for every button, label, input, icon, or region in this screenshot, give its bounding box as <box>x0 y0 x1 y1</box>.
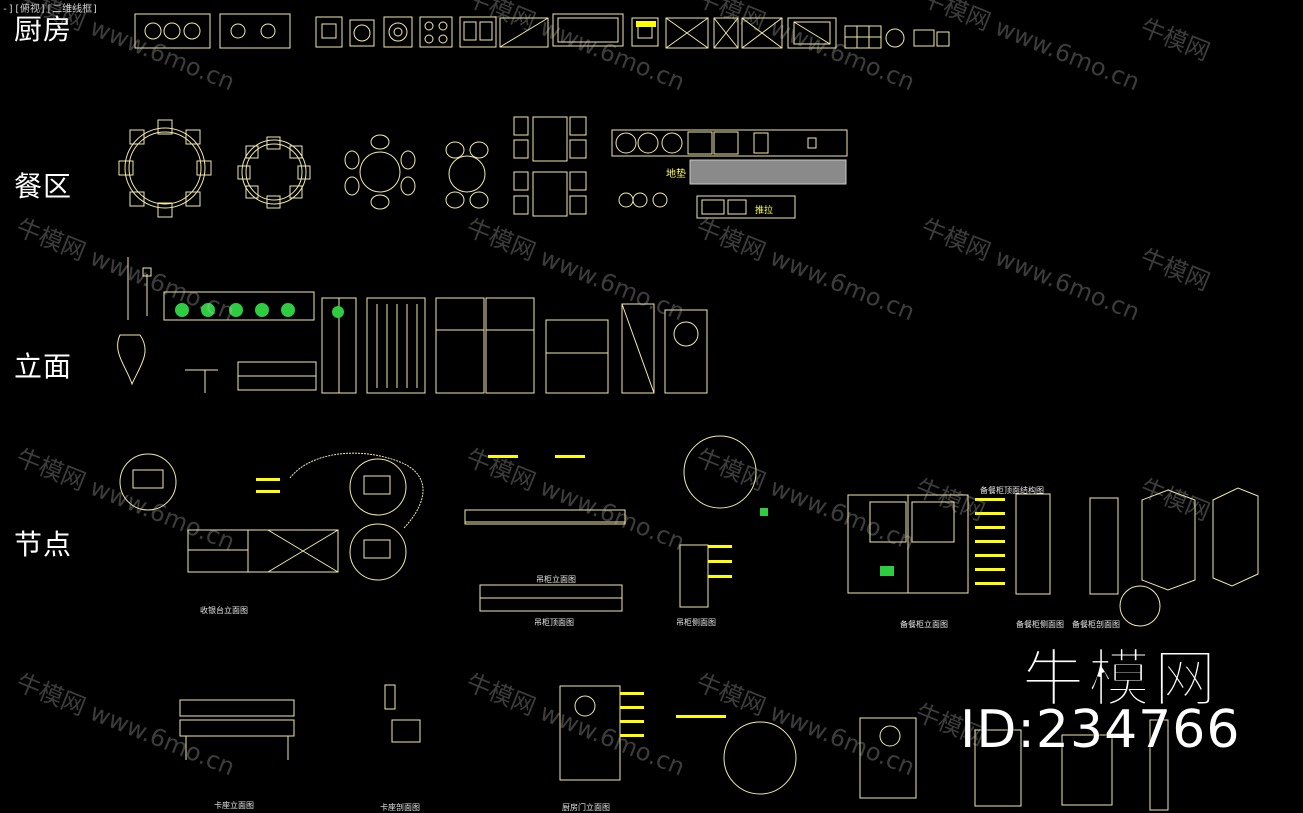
row-label-dining: 餐区 <box>14 170 73 203</box>
row-label-elevation: 立面 <box>14 350 73 383</box>
row-label-node: 节点 <box>14 528 73 561</box>
green-plants <box>175 303 894 576</box>
brand-name: 牛模网 <box>1021 642 1221 716</box>
caption-cabinet-elevation: 吊柜立面图 <box>536 575 576 584</box>
elevation-symbols <box>117 257 708 394</box>
caption-cabinet-top: 吊柜顶面图 <box>534 618 574 627</box>
brand-id: ID:234766 <box>960 700 1241 760</box>
viewport-label[interactable]: -][俯视][二维线框] <box>2 4 99 15</box>
caption-service-section: 备餐柜剖面图 <box>1072 620 1120 629</box>
row-label-kitchen: 厨房 <box>14 13 73 46</box>
caption-service-side: 备餐柜侧面图 <box>1016 620 1064 629</box>
caption-booth-section: 卡座剖面图 <box>380 803 420 812</box>
push-pull-label: 推拉 <box>755 206 774 216</box>
yellow-annotation-bars <box>256 21 1005 737</box>
caption-booth-elevation: 卡座立面图 <box>214 801 254 810</box>
caption-cabinet-side: 吊柜侧面图 <box>676 618 716 627</box>
dining-table-symbols <box>118 116 848 219</box>
kitchen-equipment-row <box>134 13 950 49</box>
detail-drawings <box>119 435 1259 811</box>
floor-mat-label: 地垫 <box>666 169 686 180</box>
caption-kitchen-door: 厨房门立面图 <box>562 803 610 812</box>
caption-service-top: 备餐柜顶面结构图 <box>980 486 1044 495</box>
caption-service-elevation: 备餐柜立面图 <box>900 620 948 629</box>
caption-cashier-elevation: 收银台立面图 <box>200 606 248 615</box>
